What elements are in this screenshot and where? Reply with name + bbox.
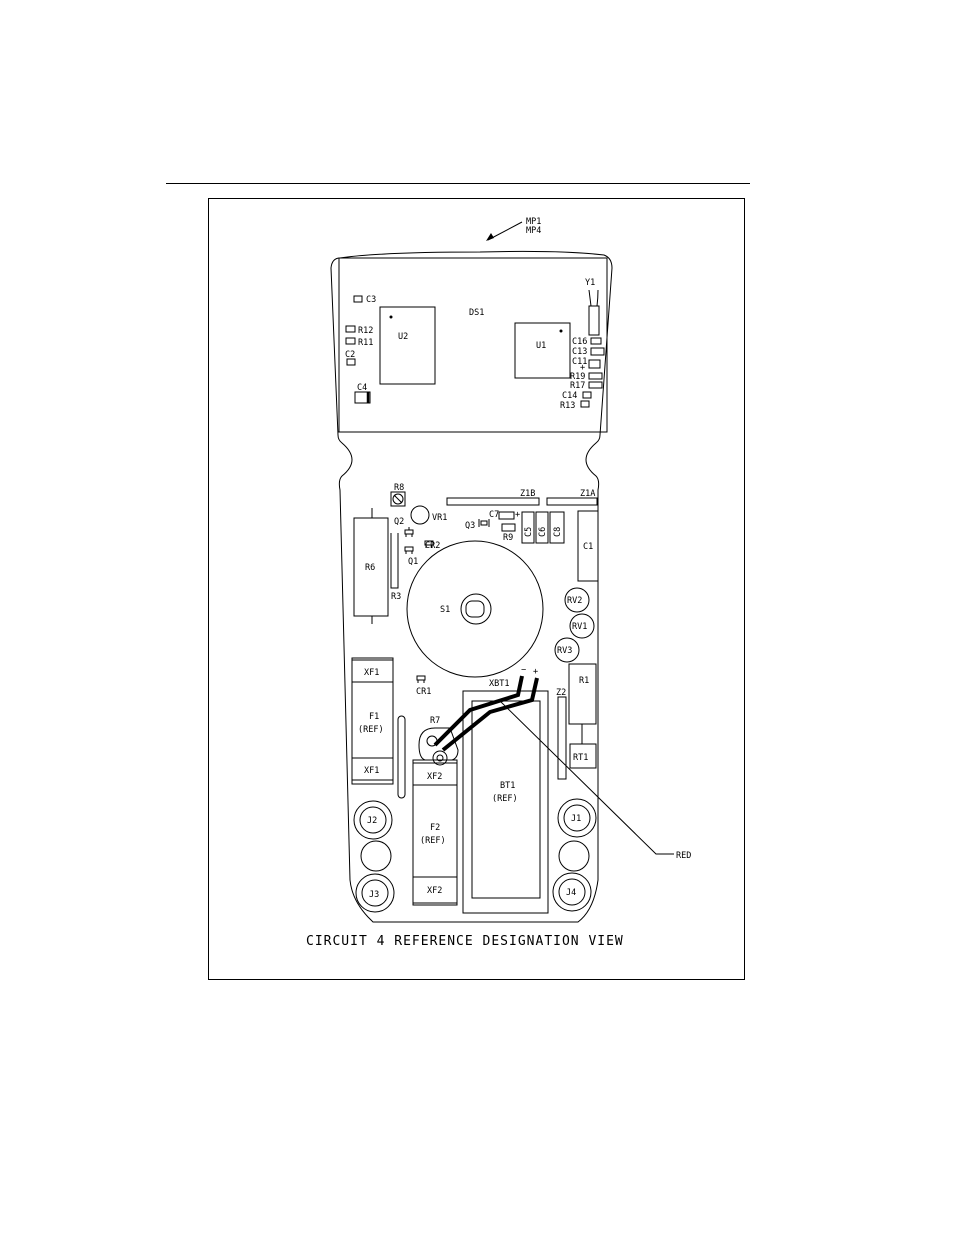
label-cr2: CR2	[425, 541, 440, 551]
r11-component	[346, 338, 355, 344]
z1a-connector	[547, 498, 597, 505]
label-c16: C16	[572, 337, 587, 347]
r8-trimmer-slot	[394, 495, 402, 503]
z1b-connector	[447, 498, 539, 505]
callout-mp4: MP4	[526, 226, 541, 236]
label-xbt1: XBT1	[489, 679, 509, 689]
vr1-regulator	[411, 506, 429, 524]
left-post	[361, 841, 391, 871]
label-rv1: RV1	[572, 622, 587, 632]
label-c5: C5	[524, 527, 534, 537]
f1-slot	[398, 716, 405, 798]
u1-pin1-dot	[560, 330, 563, 333]
label-rv3: RV3	[557, 646, 572, 656]
right-post	[559, 841, 589, 871]
label-u2: U2	[398, 332, 408, 342]
label-r6: R6	[365, 563, 375, 573]
r9-component	[502, 524, 515, 531]
label-rv2: RV2	[567, 596, 582, 606]
label-bt1: BT1	[500, 781, 515, 791]
label-c7: C7	[489, 510, 499, 520]
q2-transistor	[405, 527, 413, 537]
label-u1: U1	[536, 341, 546, 351]
r12-component	[346, 326, 355, 332]
label-xf2-bottom: XF2	[427, 886, 442, 896]
s1-rotary-switch	[407, 541, 543, 677]
label-r11: R11	[358, 338, 373, 348]
label-c3: C3	[366, 295, 376, 305]
label-q3: Q3	[465, 521, 475, 531]
label-rt1: RT1	[573, 753, 588, 763]
label-c8: C8	[553, 527, 563, 537]
label-xf1-bottom: XF1	[364, 766, 379, 776]
r19-component	[589, 373, 602, 379]
label-j3: J3	[369, 890, 379, 900]
label-j2: J2	[367, 816, 377, 826]
polarity-plus: +	[533, 667, 538, 677]
r17-component	[589, 382, 602, 388]
polarity-minus: −	[521, 665, 526, 675]
y1-lead-right	[597, 290, 598, 306]
u2-chip	[380, 307, 435, 384]
label-c1: C1	[583, 542, 593, 552]
label-r13: R13	[560, 401, 575, 411]
label-r17: R17	[570, 381, 585, 391]
label-j4: J4	[566, 888, 576, 898]
c7-plus: +	[515, 510, 520, 520]
z2-component	[558, 697, 566, 779]
c13-component	[591, 348, 604, 355]
label-r3: R3	[391, 592, 401, 602]
label-q1: Q1	[408, 557, 418, 567]
figure-caption: CIRCUIT 4 REFERENCE DESIGNATION VIEW	[306, 934, 624, 949]
y1-lead-left	[589, 290, 591, 306]
label-f1-ref: (REF)	[358, 725, 384, 735]
label-ds1: DS1	[469, 308, 484, 318]
s1-shaft-flat	[466, 601, 484, 617]
label-f2: F2	[430, 823, 440, 833]
r3-resistor	[391, 533, 398, 588]
label-j1: J1	[571, 814, 581, 824]
label-xf1-top: XF1	[364, 668, 379, 678]
label-r9: R9	[503, 533, 513, 543]
label-r1: R1	[579, 676, 589, 686]
c3-component	[354, 296, 362, 302]
r1-resistor	[569, 664, 596, 724]
callout-red: RED	[676, 851, 691, 861]
label-vr1: VR1	[432, 513, 447, 523]
label-c13: C13	[572, 347, 587, 357]
label-r12: R12	[358, 326, 373, 336]
c16-component	[591, 338, 601, 344]
label-cr1: CR1	[416, 687, 431, 697]
label-r7: R7	[430, 716, 440, 726]
label-q2: Q2	[394, 517, 404, 527]
c11-component	[589, 360, 600, 368]
q1-transistor	[405, 547, 413, 554]
cr1-diode	[417, 676, 425, 683]
mp-arrowhead	[486, 233, 494, 241]
label-c14: C14	[562, 391, 577, 401]
label-y1: Y1	[585, 278, 595, 288]
label-f1: F1	[369, 712, 379, 722]
q3-transistor	[479, 519, 489, 527]
label-s1: S1	[440, 605, 450, 615]
label-f2-ref: (REF)	[420, 836, 446, 846]
label-c6: C6	[538, 527, 548, 537]
label-bt1-ref: (REF)	[492, 794, 518, 804]
u2-pin1-dot	[390, 316, 393, 319]
y1-crystal	[589, 306, 599, 335]
c14-component	[583, 392, 591, 398]
r13-component	[581, 401, 589, 407]
c7-component	[499, 512, 514, 519]
label-xf2-top: XF2	[427, 772, 442, 782]
